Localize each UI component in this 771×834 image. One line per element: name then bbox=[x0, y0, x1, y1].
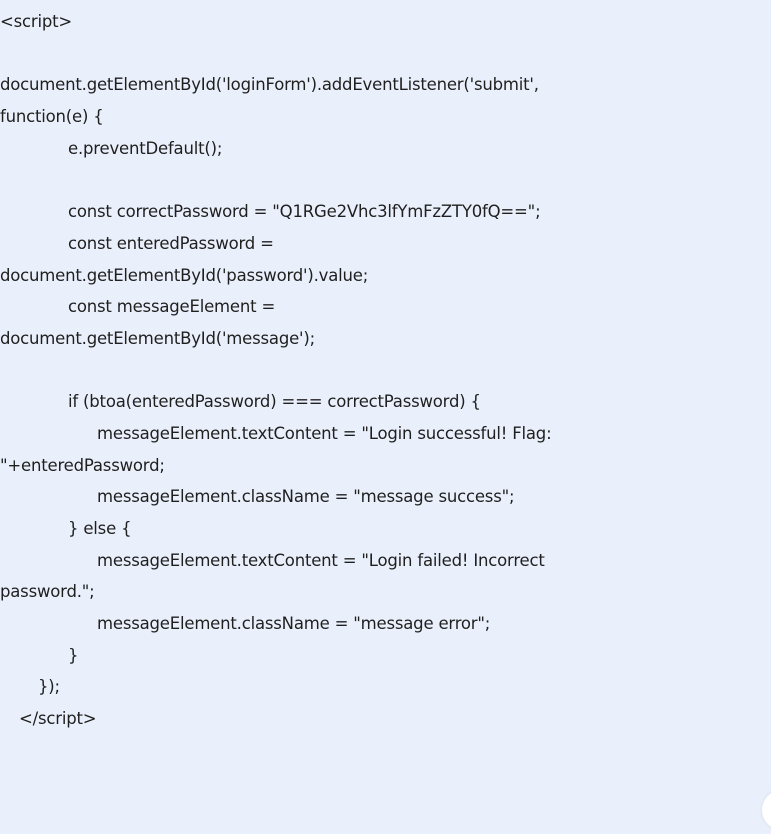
code-line: const correctPassword = "Q1RGe2Vhc3lfYmF… bbox=[68, 202, 541, 222]
code-line: "+enteredPassword; bbox=[0, 455, 165, 475]
code-line: messageElement.textContent = "Login succ… bbox=[97, 423, 552, 443]
code-line bbox=[0, 38, 771, 70]
code-line: e.preventDefault(); bbox=[68, 138, 223, 158]
code-line: messageElement.className = "message erro… bbox=[97, 614, 491, 634]
code-line: document.getElementById('message'); bbox=[0, 328, 315, 348]
code-line: messageElement.className = "message succ… bbox=[97, 487, 515, 507]
code-line: if (btoa(enteredPassword) === correctPas… bbox=[68, 392, 481, 412]
code-line bbox=[0, 164, 771, 196]
code-line: password."; bbox=[0, 582, 95, 602]
code-line: } else { bbox=[68, 519, 132, 538]
code-line: } bbox=[68, 645, 79, 665]
code-listing: <script> document.getElementById('loginFo… bbox=[0, 6, 771, 735]
code-line: messageElement.textContent = "Login fail… bbox=[97, 550, 545, 570]
code-line: document.getElementById('loginForm').add… bbox=[0, 75, 539, 95]
floating-action-button[interactable] bbox=[762, 790, 771, 830]
code-line: const messageElement = bbox=[68, 297, 276, 317]
code-line: }); bbox=[38, 677, 60, 697]
code-line: <script> bbox=[0, 12, 73, 31]
code-line: document.getElementById('password').valu… bbox=[0, 265, 369, 285]
code-line bbox=[0, 355, 771, 387]
code-line: </script> bbox=[19, 709, 97, 729]
code-line: const enteredPassword = bbox=[68, 233, 274, 253]
code-line: function(e) { bbox=[0, 107, 104, 127]
